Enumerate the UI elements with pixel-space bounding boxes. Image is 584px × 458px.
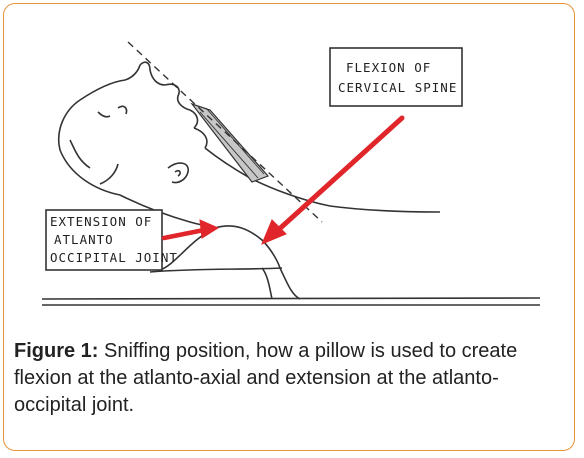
flexion-label-line2: CERVICAL SPINE — [338, 80, 457, 95]
extension-label-line2: ATLANTO — [54, 232, 114, 247]
extension-label-line3: OCCIPITAL JOINT — [50, 250, 178, 265]
airway-drawing — [190, 102, 270, 183]
figure-illustration: FLEXION OF CERVICAL SPINE EXTENSION OF A… — [41, 41, 541, 306]
figure-caption-text: Sniffing position, how a pillow is used … — [14, 340, 518, 416]
figure-caption-label: Figure 1: — [14, 340, 99, 362]
flexion-label-line1: FLEXION OF — [346, 60, 431, 75]
axis-line — [127, 41, 323, 223]
figure-caption: Figure 1: Sniffing position, how a pillo… — [14, 338, 562, 419]
extension-label-line1: EXTENSION OF — [50, 214, 152, 229]
red-arrow — [161, 115, 405, 245]
table-drawing — [41, 297, 541, 306]
flexion-label-box: FLEXION OF CERVICAL SPINE — [329, 47, 463, 107]
extension-label-box: EXTENSION OF ATLANTO OCCIPITAL JOINT — [45, 209, 178, 271]
pillow-drawing — [149, 225, 301, 300]
